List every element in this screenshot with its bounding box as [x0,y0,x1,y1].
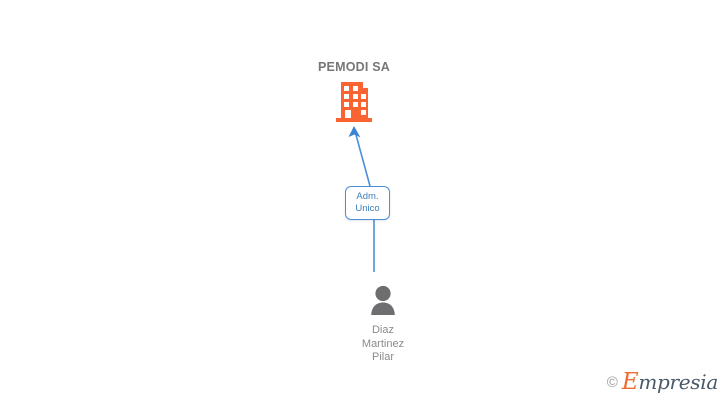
person-name-line1: Diaz [371,324,394,336]
copyright-icon: © [606,374,618,391]
company-title: PEMODI SA [318,60,390,74]
building-icon[interactable] [336,82,372,124]
watermark: © Empresia [606,371,719,394]
brand-initial: E [621,369,639,395]
brand-logo: Empresia [622,371,718,394]
relation-label-line2: Unico [355,203,380,214]
relation-label-box[interactable]: Adm. Unico [345,186,390,220]
person-icon[interactable] [368,285,398,317]
brand-rest: mpresia [638,370,718,394]
relation-label-line1: Adm. [356,191,379,202]
person-name-line3: Pilar [371,351,394,363]
person-name: Diaz Martinez Pilar [320,324,446,365]
person-name-line2: Martinez [361,337,405,350]
